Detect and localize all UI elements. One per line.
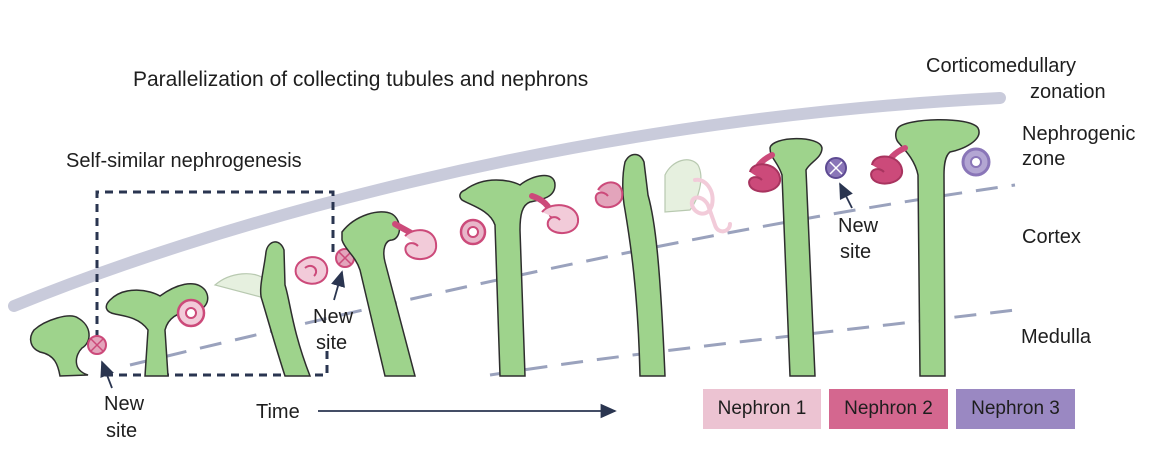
self-similar-label: Self-similar nephrogenesis [66,150,302,172]
tubule-stage-6 [622,153,732,377]
cortex-boundary-line [129,183,1016,367]
new-site-label-3-line2: site [840,241,872,263]
new-site-label-1-line1: New [104,393,145,415]
legend-nephron-1: Nephron 1 [703,389,821,429]
nephron-new-site-1 [87,335,107,355]
legend-nephron-3: Nephron 3 [956,389,1075,429]
time-label: Time [256,401,300,423]
self-similar-bracket [95,190,335,338]
diagram-title: Parallelization of collecting tubules an… [133,68,589,91]
nephron-ring-stage-5 [459,218,487,246]
nephron-ring-stage-2 [176,298,206,328]
nephron-new-site-3 [335,248,355,268]
nephron-comma-stage-3 [294,256,329,285]
medulla-label: Medulla [1021,326,1092,348]
legend-nephron-2: Nephron 2 [829,389,948,429]
nephron-3-ring-stage-8 [961,147,991,177]
self-similar-bracket-bottom [105,350,329,377]
new-site-label-3-line1: New [838,215,879,237]
new-site-arrow-2 [331,270,345,301]
nephron-s-shape-stage-7 [748,163,782,193]
capsule-band [8,92,1006,312]
new-site-arrow-1 [100,360,114,389]
new-site-label-1-line2: site [106,420,138,442]
tubule-stage-2 [105,282,209,377]
medulla-boundary-line [489,308,1016,377]
nephrogenic-label-1: Nephrogenic [1022,123,1136,145]
nephron-s-shape-stage-4 [404,229,438,260]
nephron-3-new-site [825,157,847,179]
tubule-stage-5 [459,174,556,377]
new-site-label-2-line1: New [313,306,354,328]
nephrogenic-label-2: zone [1022,148,1066,170]
cortex-label: Cortex [1022,226,1081,248]
new-site-arrow-3 [839,182,853,209]
tubule-stage-3 [213,241,312,377]
new-site-label-2-line2: site [316,332,348,354]
tubule-stage-1 [29,315,90,377]
corticomedullary-label-1: Corticomedullary [926,55,1077,77]
nephron-s-shape-stage-8 [870,155,904,185]
corticomedullary-label-2: zonation [1030,81,1106,103]
nephron-s-shape-stage-6 [594,181,624,209]
nephron-s-shape-stage-5 [541,204,580,234]
